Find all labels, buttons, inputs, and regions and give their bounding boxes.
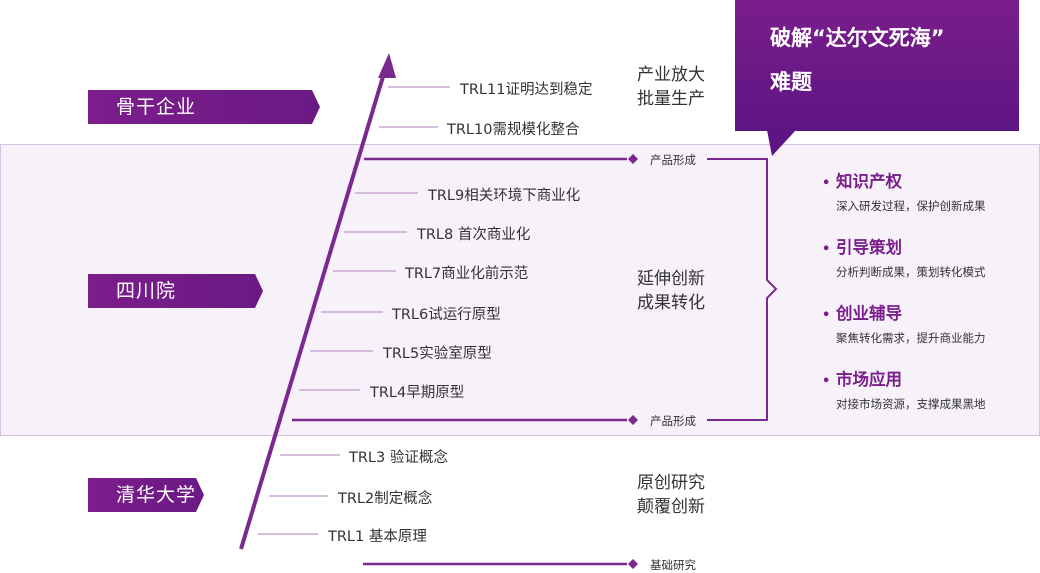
- trl-label: TRL11证明达到稳定: [460, 82, 593, 98]
- service-desc: 分析判断成果，策划转化模式: [836, 265, 986, 279]
- marker-label-basic-research: 基础研究: [650, 558, 696, 572]
- phase-label-top: 产业放大 批量生产: [637, 63, 705, 111]
- service-item-ip: • 知识产权 深入研发过程，保护创新成果: [822, 170, 986, 214]
- trl-label: TRL10需规模化整合: [447, 122, 580, 138]
- phase-line: 颠覆创新: [637, 497, 705, 517]
- phase-line: 产业放大: [637, 65, 705, 85]
- trl-label: TRL6试运行原型: [392, 307, 501, 323]
- phase-line: 延伸创新: [637, 269, 705, 289]
- bracket: [707, 158, 778, 421]
- service-title: 创业辅导: [836, 304, 902, 323]
- trl-label: TRL8 首次商业化: [417, 227, 531, 243]
- trl-label: TRL3 验证概念: [349, 450, 448, 466]
- org-label-sichuan-institute: 四川院: [88, 274, 263, 308]
- service-item-startup-coaching: • 创业辅导 聚焦转化需求，提升商业能力: [822, 302, 986, 346]
- trl-label: TRL5实验室原型: [383, 346, 492, 362]
- trl-label: TRL4早期原型: [370, 385, 465, 401]
- bullet-icon: •: [822, 176, 831, 191]
- phase-line: 原创研究: [637, 473, 705, 493]
- diamond-icon: [628, 415, 638, 425]
- diamond-icon: [628, 559, 638, 569]
- phase-label-bottom: 原创研究 颠覆创新: [637, 471, 705, 519]
- bullet-icon: •: [822, 242, 831, 257]
- diamond-icon: [628, 154, 638, 164]
- bullet-icon: •: [822, 374, 831, 389]
- callout-tail: [767, 130, 796, 156]
- trl-label: TRL2制定概念: [338, 491, 433, 507]
- service-desc: 深入研发过程，保护创新成果: [836, 199, 986, 213]
- phase-line: 批量生产: [637, 89, 705, 109]
- service-item-planning: • 引导策划 分析判断成果，策划转化模式: [822, 236, 986, 280]
- org-label-enterprise: 骨干企业: [88, 90, 320, 124]
- service-title: 市场应用: [836, 370, 902, 389]
- service-title: 知识产权: [836, 172, 902, 191]
- marker-label-product-formation-upper: 产品形成: [650, 153, 696, 167]
- service-desc: 对接市场资源，支撑成果黑地: [836, 397, 986, 411]
- arrow-head-icon: [378, 53, 396, 78]
- service-item-market-application: • 市场应用 对接市场资源，支撑成果黑地: [822, 368, 986, 412]
- phase-label-middle: 延伸创新 成果转化: [637, 267, 705, 315]
- org-label-tsinghua: 清华大学: [88, 478, 204, 512]
- marker-label-product-formation-lower: 产品形成: [650, 414, 696, 428]
- trl-arrow-shaft: [239, 69, 387, 550]
- bullet-icon: •: [822, 308, 831, 323]
- callout-title-line2: 难题: [770, 70, 812, 94]
- service-title: 引导策划: [836, 238, 902, 257]
- trl-label: TRL9相关环境下商业化: [428, 188, 581, 204]
- service-desc: 聚焦转化需求，提升商业能力: [836, 331, 986, 345]
- callout-title-line1: 破解“达尔文死海”: [770, 26, 945, 50]
- trl-label: TRL1 基本原理: [328, 529, 427, 545]
- callout-box: 破解“达尔文死海” 难题: [735, 0, 1019, 131]
- phase-line: 成果转化: [637, 293, 705, 313]
- trl-label: TRL7商业化前示范: [405, 266, 529, 282]
